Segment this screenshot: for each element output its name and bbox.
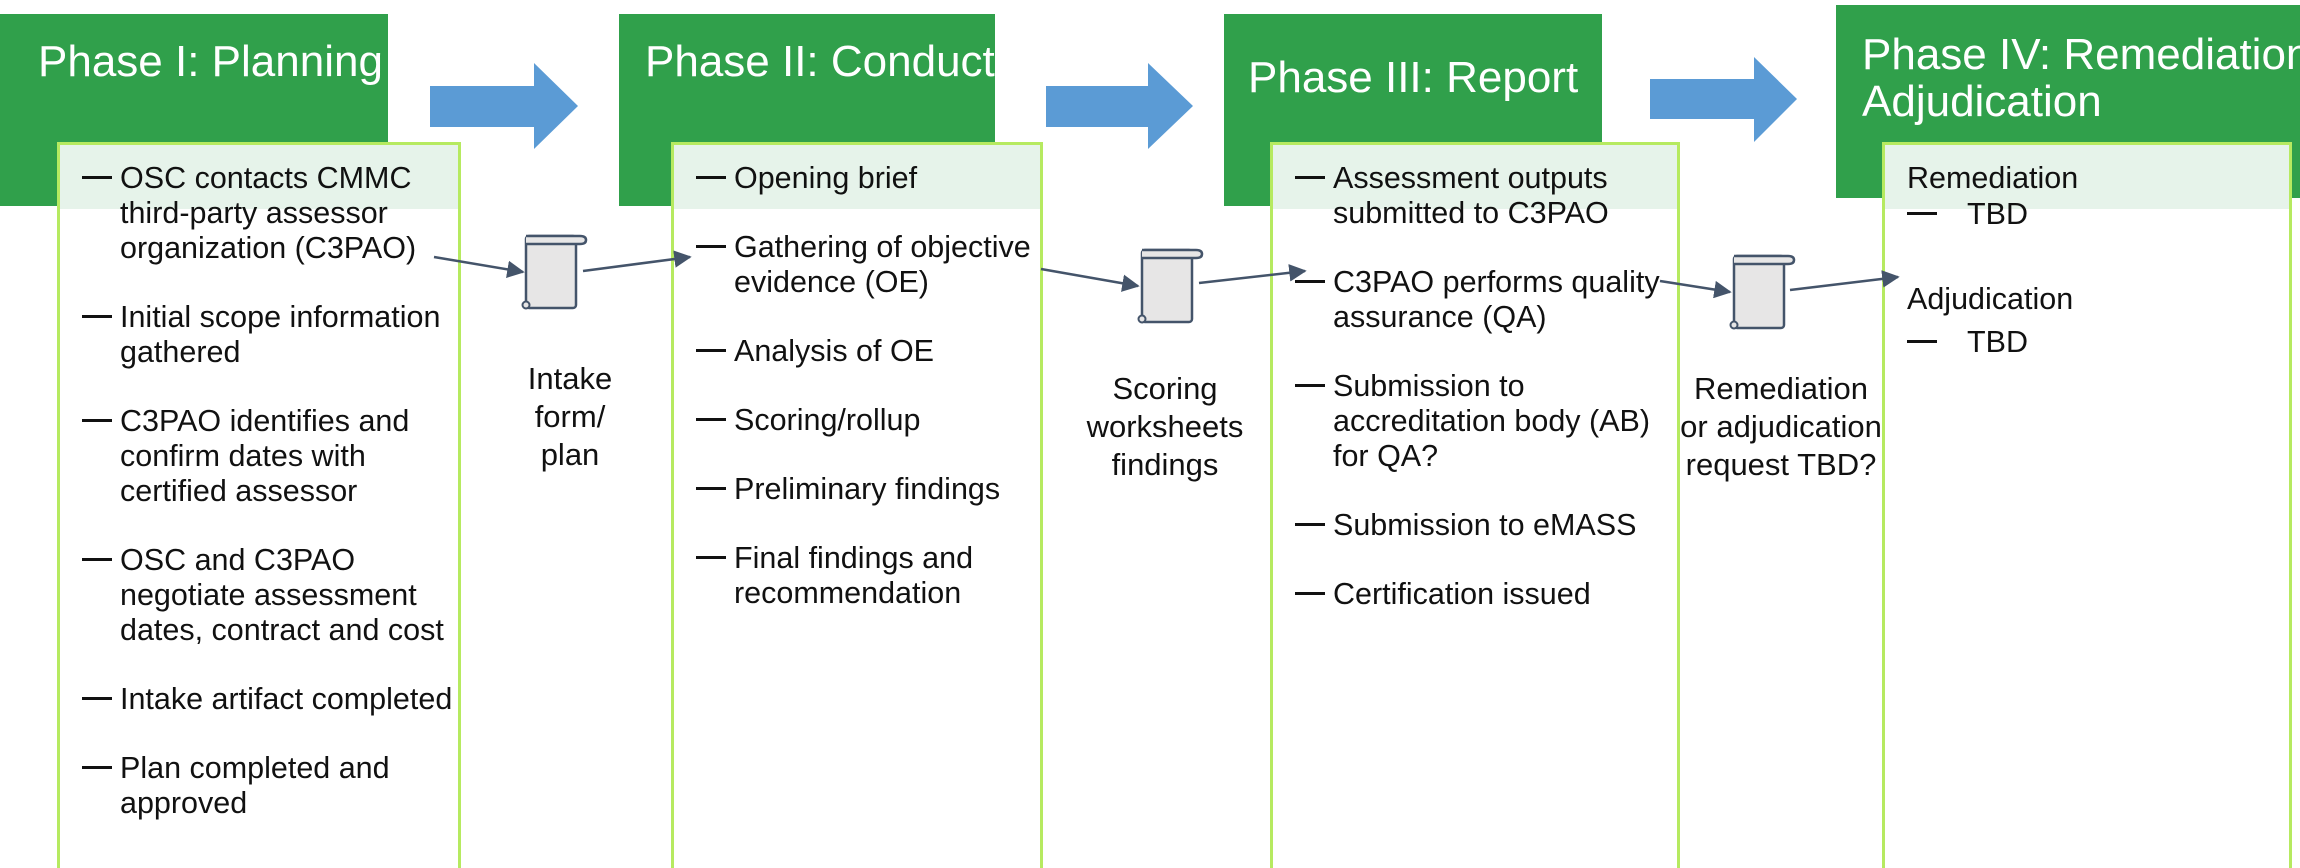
list-item: Final findings and recommendation [674,541,1040,611]
list-item: Assessment outputs submitted to C3PAO [1273,161,1677,231]
list-item: C3PAO identifies and confirm dates with … [60,404,458,509]
bullet-dash [696,245,726,248]
list-item: OSC and C3PAO negotiate assessment dates… [60,543,458,648]
list-item: Submission to accreditation body (AB) fo… [1273,369,1677,474]
bullet-dash [696,176,726,179]
list-item: Certification issued [1273,577,1677,612]
bullet-dash [1295,592,1325,595]
bullet-dash [1295,523,1325,526]
phase-1-box: OSC contacts CMMC third-party assessor o… [57,142,461,868]
phase-4-box: Remediation TBD Adjudication TBD [1882,142,2292,868]
artifact-label-remediation: Remediation or adjudication request TBD? [1680,371,1882,482]
phase-1-title: Phase I: Planning [38,37,383,86]
phase-arrow-2 [1046,63,1193,149]
list-item: Scoring/rollup [674,403,1040,438]
bullet-dash [1295,280,1325,283]
bullet-dash [82,315,112,318]
list-item: Intake artifact completed [60,682,458,717]
connector-arrow [1040,267,1140,292]
bullet-dash [696,556,726,559]
phase-4-title-line1: Phase IV: Remediation [1862,30,2300,79]
list-item: Plan completed and approved [60,751,458,821]
phase-1-items: OSC contacts CMMC third-party assessor o… [60,161,458,855]
scroll-icon [1729,254,1796,330]
bullet-dash [82,558,112,561]
list-item: Gathering of objective evidence (OE) [674,230,1040,300]
list-item: Analysis of OE [674,334,1040,369]
bullet-dash [1907,212,1937,215]
list-item: Initial scope information gathered [60,300,458,370]
bullet-dash [1295,176,1325,179]
list-item: Submission to eMASS [1273,508,1677,543]
list-item: Opening brief [674,161,1040,196]
bullet-dash [696,349,726,352]
phase-4-title-line2: Adjudication [1862,77,2102,126]
bullet-dash [82,419,112,422]
phase-arrow-1 [430,63,578,149]
phase-arrow-3 [1650,57,1797,142]
scroll-icon [1137,248,1204,324]
bullet-dash [82,176,112,179]
scroll-icon [521,234,588,310]
list-item: OSC contacts CMMC third-party assessor o… [60,161,458,266]
artifact-label-intake: Intake form/ plan [527,361,613,472]
list-item: Preliminary findings [674,472,1040,507]
bullet-dash [82,697,112,700]
artifact-label-scoring: Scoring worksheets findings [1086,371,1244,482]
phase-3-box: Assessment outputs submitted to C3PAO C3… [1270,142,1680,868]
remediation-label: Remediation [1907,161,2079,195]
phase-2-title: Phase II: Conduct [645,37,995,86]
remediation-item: TBD [1907,197,2028,232]
phase-3-items: Assessment outputs submitted to C3PAO C3… [1273,161,1677,646]
list-item: C3PAO performs quality assurance (QA) [1273,265,1677,335]
bullet-dash [696,487,726,490]
bullet-dash [696,418,726,421]
bullet-dash [1295,384,1325,387]
adjudication-label: Adjudication [1907,282,2074,316]
bullet-dash [82,766,112,769]
phase-3-title: Phase III: Report [1248,53,1579,102]
adjudication-item: TBD [1907,325,2028,360]
phase-2-box: Opening brief Gathering of objective evi… [671,142,1043,868]
bullet-dash [1907,340,1937,343]
phase-2-items: Opening brief Gathering of objective evi… [674,161,1040,645]
